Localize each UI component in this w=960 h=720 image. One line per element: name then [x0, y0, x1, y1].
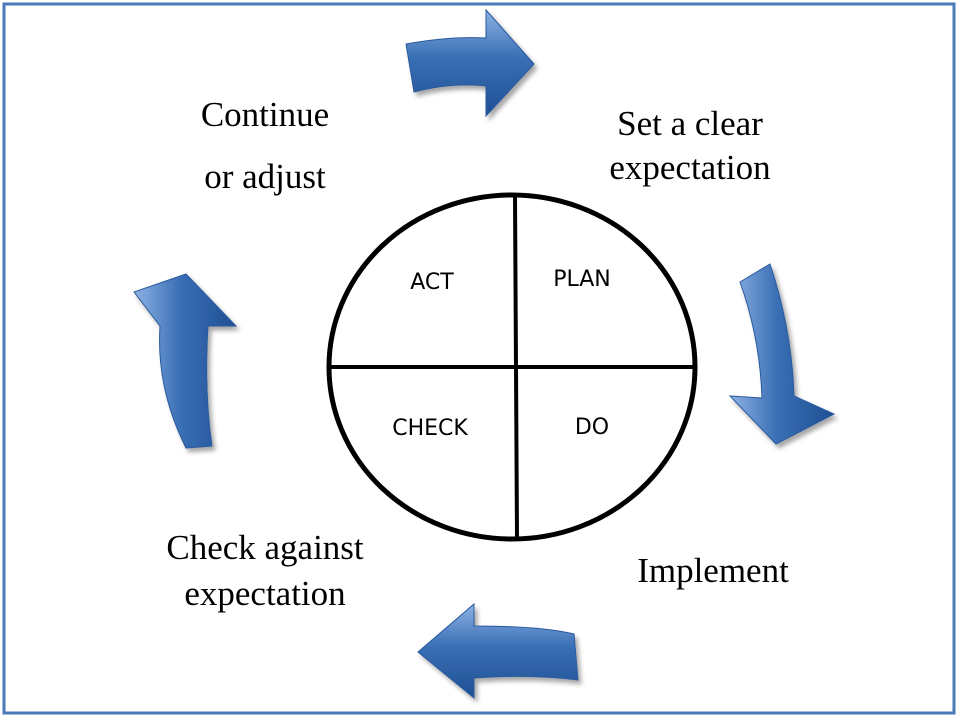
implement-label: Implement — [637, 551, 789, 590]
arrow-up-icon — [133, 273, 238, 449]
arrow-down-icon — [728, 263, 836, 445]
continue-label-line2: or adjust — [204, 157, 326, 196]
pdca-circle — [326, 192, 698, 542]
plan-label-line2: expectation — [609, 148, 770, 187]
continue-label-line1: Continue — [201, 95, 329, 134]
check-label-line1: Check against — [166, 528, 364, 567]
quadrant-do-label: DO — [575, 415, 609, 440]
plan-label-line1: Set a clear — [617, 104, 763, 143]
arrow-left-icon — [417, 602, 579, 700]
quadrant-check-label: CHECK — [392, 416, 468, 441]
quadrant-act-label: ACT — [410, 270, 454, 295]
check-label-line2: expectation — [184, 574, 345, 613]
quadrant-plan-label: PLAN — [553, 267, 611, 292]
arrow-right-icon — [405, 8, 535, 118]
